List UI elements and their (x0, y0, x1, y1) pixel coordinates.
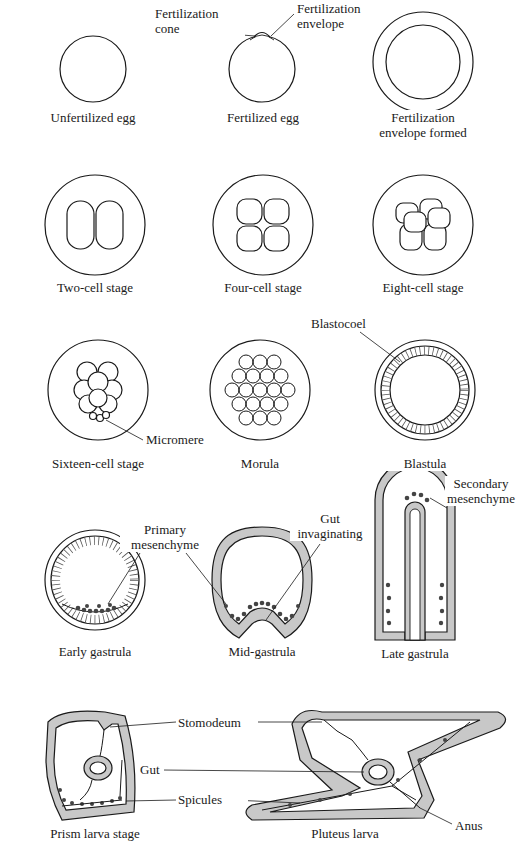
stage-label: Late gastrula (355, 646, 475, 661)
stage-label: Mid-gastrula (202, 644, 322, 659)
part-label: Fertilization cone (155, 6, 245, 36)
stage-label: Sixteen-cell stage (28, 456, 168, 471)
stage-label: Eight-cell stage (363, 280, 483, 295)
part-label: Primary mesenchyme (120, 522, 210, 552)
part-label: Gut invaginating (290, 511, 370, 541)
part-label: Gut (140, 762, 164, 777)
stage-label: Blastula (365, 456, 485, 471)
part-label: Micromere (146, 432, 226, 447)
part-label: Secondary mesenchyme (445, 476, 517, 506)
part-label: Stomodeum (178, 715, 258, 730)
stage-label: Fertilization envelope formed (368, 110, 478, 140)
part-label: Fertilization envelope (297, 1, 377, 31)
stage-label: Unfertilized egg (33, 110, 153, 125)
stage-label: Pluteus larva (285, 826, 405, 841)
stage-label: Prism larva stage (25, 826, 165, 841)
stage-label: Four-cell stage (203, 280, 323, 295)
part-label: Blastocoel (311, 316, 391, 331)
part-label: Spicules (178, 792, 248, 807)
stage-label: Morula (200, 456, 320, 471)
stage-label: Fertilized egg (203, 110, 323, 125)
stage-label: Two-cell stage (35, 280, 155, 295)
stage-label: Early gastrula (35, 644, 155, 659)
part-label: Anus (455, 818, 495, 833)
